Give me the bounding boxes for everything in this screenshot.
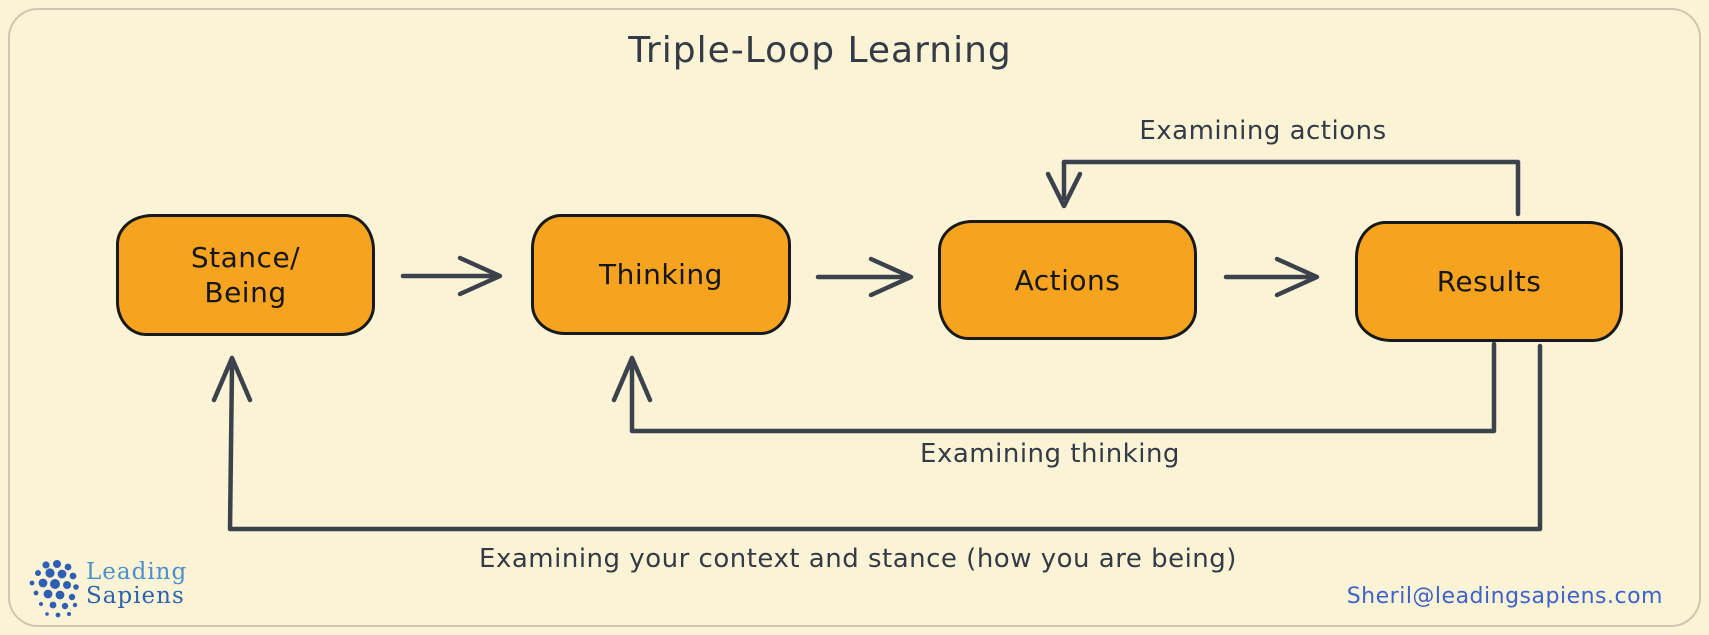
loop-arrowhead-actions xyxy=(1045,171,1083,209)
flow-arrowhead-2 xyxy=(868,256,914,298)
logo-word-sapiens: Sapiens xyxy=(86,583,185,609)
logo-word-leading: Leading xyxy=(86,559,188,585)
label-examining-actions: Examining actions xyxy=(1139,116,1387,146)
diagram-title: Triple-Loop Learning xyxy=(628,30,1012,71)
label-examining-thinking: Examining thinking xyxy=(920,439,1180,469)
email-watermark: Sheril@leadingsapiens.com xyxy=(1346,584,1663,609)
loop-line-examining-actions xyxy=(1061,159,1521,217)
loop-arrowhead-context xyxy=(211,355,253,403)
box-stance-being: Stance/ Being xyxy=(116,214,375,336)
leading-sapiens-logo: Leading Sapiens xyxy=(26,558,187,622)
loop-line-examining-context xyxy=(227,343,1543,532)
box-thinking: Thinking xyxy=(531,214,791,335)
box-actions: Actions xyxy=(938,220,1197,340)
loop-line-examining-thinking xyxy=(629,341,1497,434)
box-results: Results xyxy=(1355,221,1623,342)
logo-text: Leading Sapiens xyxy=(86,560,187,608)
flow-arrowhead-1 xyxy=(457,255,503,297)
logo-dots-icon xyxy=(29,560,79,618)
label-examining-context: Examining your context and stance (how y… xyxy=(479,544,1237,574)
flow-arrowhead-3 xyxy=(1274,256,1320,298)
loop-arrowhead-thinking xyxy=(611,355,653,403)
